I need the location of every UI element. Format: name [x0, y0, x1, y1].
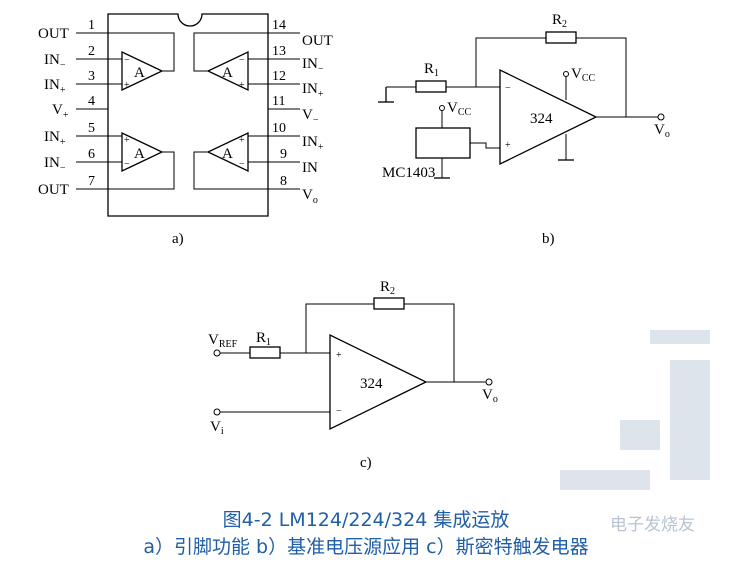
- caption-b: b): [542, 231, 555, 247]
- svg-text:+: +: [124, 80, 130, 91]
- caption-c: c): [360, 455, 372, 471]
- svg-text:VREF: VREF: [208, 332, 238, 350]
- watermark-graphic: [560, 330, 710, 490]
- opamp-1: A − +: [108, 32, 175, 92]
- pin-label: OUT: [38, 26, 69, 42]
- svg-text:−: −: [239, 55, 245, 66]
- svg-text:−: −: [505, 83, 511, 94]
- vref-terminal: [213, 349, 221, 357]
- resistor-r1-c: [249, 346, 281, 359]
- svg-text:+: +: [336, 350, 342, 361]
- output-terminal: [485, 378, 493, 386]
- pin-number: 14: [272, 18, 286, 33]
- pin-label: IN−: [44, 155, 66, 174]
- opamp-4: A − +: [193, 32, 268, 92]
- schmitt-trigger-circuit: VREF R1 R2 324 + − Vo Vi c): [208, 279, 498, 471]
- mc1403-chip: [415, 127, 471, 159]
- ic-pinout-diagram: 1 2 3 4 5 6 7 14 13 12 11 10 9 8 OUT IN−…: [38, 13, 333, 247]
- watermark-text: 电子发烧友: [610, 515, 695, 535]
- svg-text:Vi: Vi: [210, 419, 224, 437]
- opamp-3: A + −: [193, 131, 268, 190]
- resistor-r2: [545, 31, 577, 44]
- svg-text:−: −: [336, 406, 342, 417]
- pin-number: 4: [88, 94, 95, 109]
- svg-text:VCC: VCC: [447, 100, 472, 118]
- caption-a: a): [172, 231, 184, 247]
- pin-label: Vo: [302, 187, 318, 206]
- pin-number: 11: [272, 94, 285, 109]
- pin-number: 2: [88, 44, 95, 59]
- pin-number: 8: [280, 174, 287, 189]
- svg-text:324: 324: [360, 376, 383, 392]
- ic-body: [107, 13, 269, 217]
- svg-text:Vo: Vo: [482, 387, 498, 405]
- svg-text:+: +: [239, 80, 245, 91]
- pin-number: 1: [88, 18, 95, 33]
- svg-text:A: A: [134, 146, 145, 162]
- opamp-2: A + −: [108, 131, 175, 190]
- pin-label: IN+: [44, 129, 66, 148]
- opamp-324-b: [499, 68, 598, 166]
- svg-text:R2: R2: [552, 12, 567, 30]
- reference-voltage-circuit: R1 R2 324 − + VCC Vo VCC MC1403 b): [378, 12, 670, 247]
- svg-text:+: +: [124, 135, 130, 146]
- svg-text:R1: R1: [256, 330, 271, 348]
- pin-label: IN+: [302, 81, 324, 100]
- svg-text:A: A: [222, 146, 233, 162]
- svg-text:−: −: [239, 159, 245, 170]
- pin-number: 12: [272, 69, 286, 84]
- pin-label: IN−: [44, 52, 66, 71]
- figure-caption: 图4-2 LM124/224/324 集成运放: [222, 509, 510, 531]
- pin-number: 3: [88, 69, 95, 84]
- svg-text:Vo: Vo: [654, 122, 670, 140]
- svg-text:A: A: [222, 65, 233, 81]
- svg-text:+: +: [239, 135, 245, 146]
- svg-text:A: A: [134, 65, 145, 81]
- resistor-r2-c: [373, 297, 405, 310]
- opamp-324-c: [329, 333, 428, 431]
- pin-number: 13: [272, 44, 286, 59]
- svg-text:324: 324: [530, 111, 553, 127]
- pin-number: 5: [88, 121, 95, 136]
- resistor-r1: [415, 80, 447, 93]
- svg-text:R1: R1: [424, 61, 439, 79]
- pin-label: IN+: [302, 134, 324, 153]
- figure-subcaption: a）引脚功能 b）基准电压源应用 c）斯密特触发电器: [143, 536, 589, 558]
- pin-number: 7: [88, 174, 95, 189]
- mc1403-label: MC1403: [382, 165, 435, 181]
- pin-label: OUT: [302, 33, 333, 49]
- svg-text:−: −: [124, 55, 130, 66]
- svg-text:VCC: VCC: [571, 66, 596, 84]
- svg-text:−: −: [124, 159, 130, 170]
- pin-label: IN−: [302, 56, 324, 75]
- pin-label: V−: [302, 107, 319, 126]
- pin-label: OUT: [38, 182, 69, 198]
- pin-label: V+: [52, 102, 69, 121]
- vi-terminal: [213, 408, 221, 416]
- svg-text:R2: R2: [380, 279, 395, 297]
- pin-number: 6: [88, 147, 95, 162]
- svg-text:+: +: [505, 140, 511, 151]
- pin-label: IN: [302, 160, 318, 176]
- pin-number: 9: [280, 147, 287, 162]
- pin-number: 10: [272, 121, 286, 136]
- pin-label: IN+: [44, 77, 66, 96]
